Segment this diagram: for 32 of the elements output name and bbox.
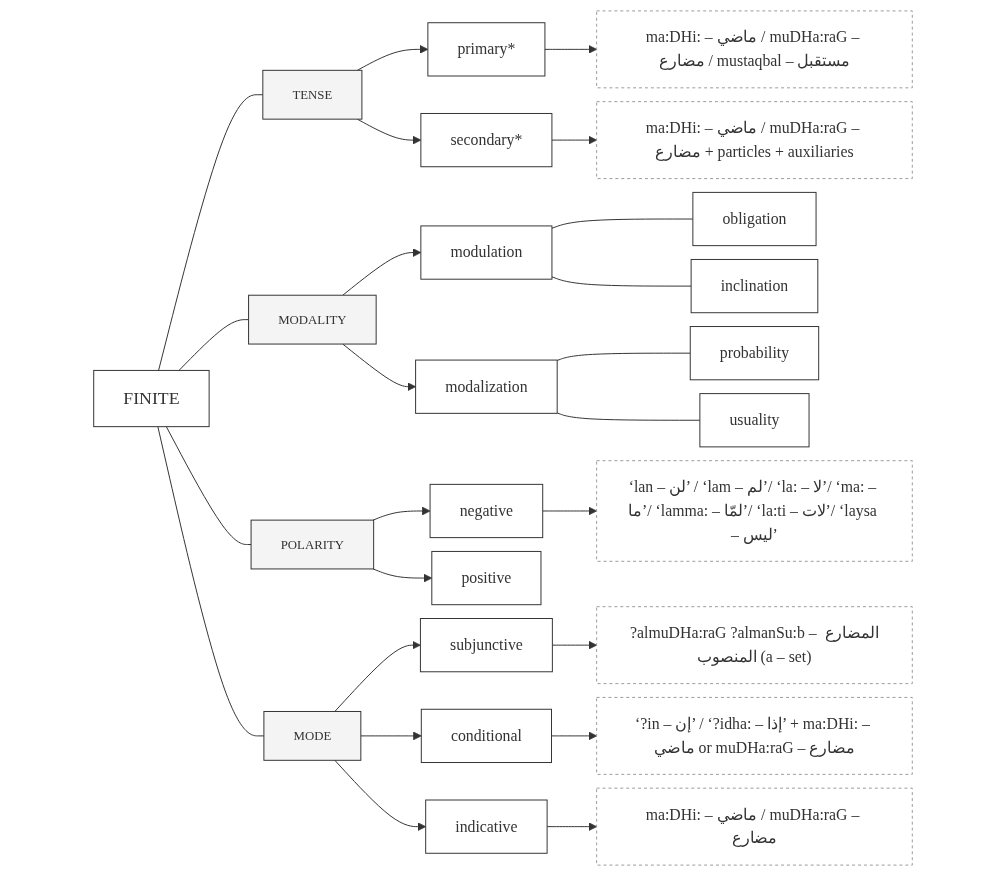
node-box: conditional xyxy=(420,708,552,763)
node-box: ‘lan – لن’ / ‘lam – لم’/ ‘la: – لا’/ ‘ma: – ما’/ ‘lamma: – لمّا’/ ‘la:ti – لات’/ ‘laysa – ليس’ xyxy=(596,460,913,562)
node-box: MODALITY xyxy=(248,294,377,345)
node-box: ‘?in – إن’ / ‘?idha: – إذا’ + ma:DHi: – ماضي or muDHa:raG – مضارع xyxy=(596,696,913,775)
node-box: ma:DHi: – ماضي / muDHa:raG – مضارع / mustaqbal – مستقبل xyxy=(596,10,913,89)
node-box: modulation xyxy=(420,225,553,280)
connector xyxy=(551,276,692,287)
node-box: MODE xyxy=(263,711,362,761)
connector xyxy=(556,412,701,421)
node-box: ma:DHi: – ماضي / muDHa:raG – مضارع xyxy=(596,787,913,866)
node-box: modalization xyxy=(415,359,558,414)
connector xyxy=(551,218,694,229)
node-box: subjunctive xyxy=(419,618,553,673)
node-box: negative xyxy=(429,483,544,539)
connector xyxy=(165,426,252,546)
node-box: indicative xyxy=(425,799,548,854)
node-box: ?almuDHa:raG ?almanSu:b – المضارع المنصوب (a – set) xyxy=(596,606,913,685)
node-box: primary* xyxy=(427,22,546,77)
connector xyxy=(556,352,691,361)
connector xyxy=(157,426,265,737)
node-box: probability xyxy=(689,326,820,381)
node-box: obligation xyxy=(692,191,817,247)
node-box: FINITE xyxy=(93,369,210,428)
node-box: POLARITY xyxy=(250,519,375,570)
node-box: secondary* xyxy=(420,113,553,168)
node-box: positive xyxy=(431,550,542,606)
node-box: inclination xyxy=(690,258,819,314)
node-box: TENSE xyxy=(262,69,363,120)
connector xyxy=(178,319,250,371)
node-box: ma:DHi: – ماضي / muDHa:raG – مضارع + particles + auxiliaries xyxy=(596,101,913,180)
connector xyxy=(158,94,264,371)
node-box: usuality xyxy=(699,393,810,448)
